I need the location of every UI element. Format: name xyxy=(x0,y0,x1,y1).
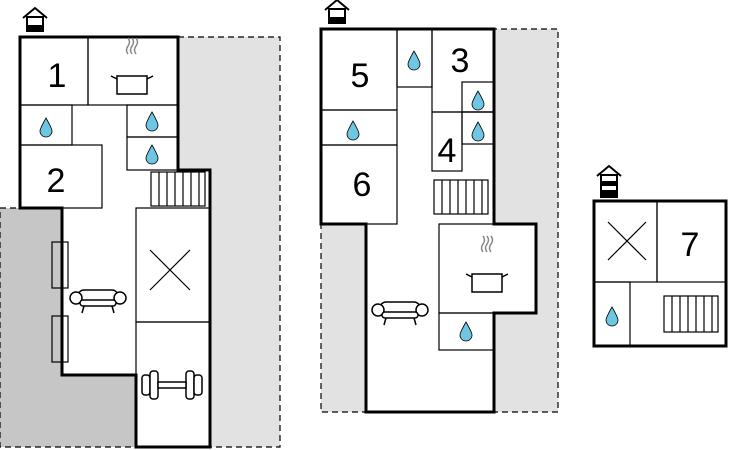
room-7-label: 7 xyxy=(681,226,700,264)
stairs-icon xyxy=(150,171,206,207)
fitness-room xyxy=(135,321,211,448)
room-4-label: 4 xyxy=(438,132,457,170)
stairs-icon xyxy=(433,179,489,215)
cross-icon xyxy=(149,249,191,291)
room-6 xyxy=(320,144,398,225)
stairs-icon xyxy=(663,295,719,333)
bathroom xyxy=(593,281,631,347)
radiator-icon xyxy=(51,241,69,289)
house-icon xyxy=(596,165,622,198)
room-5-label: 5 xyxy=(351,57,370,95)
plan-1: 1 2 xyxy=(0,7,281,449)
washroom-lower xyxy=(126,136,179,171)
room-4 xyxy=(431,111,463,172)
plan-2: 5 3 4 6 xyxy=(319,0,559,414)
cross-icon xyxy=(607,221,647,261)
house-icon xyxy=(22,7,48,32)
room-2 xyxy=(19,144,103,209)
room-2-label: 2 xyxy=(47,162,66,200)
plan-3: 7 xyxy=(592,165,728,348)
room-7 xyxy=(656,200,727,283)
room-3-label: 3 xyxy=(451,42,470,80)
room-1-label: 1 xyxy=(48,57,67,95)
washroom xyxy=(438,312,495,351)
room-6-label: 6 xyxy=(353,166,372,204)
house-icon xyxy=(324,0,350,24)
radiator-icon xyxy=(51,315,69,363)
